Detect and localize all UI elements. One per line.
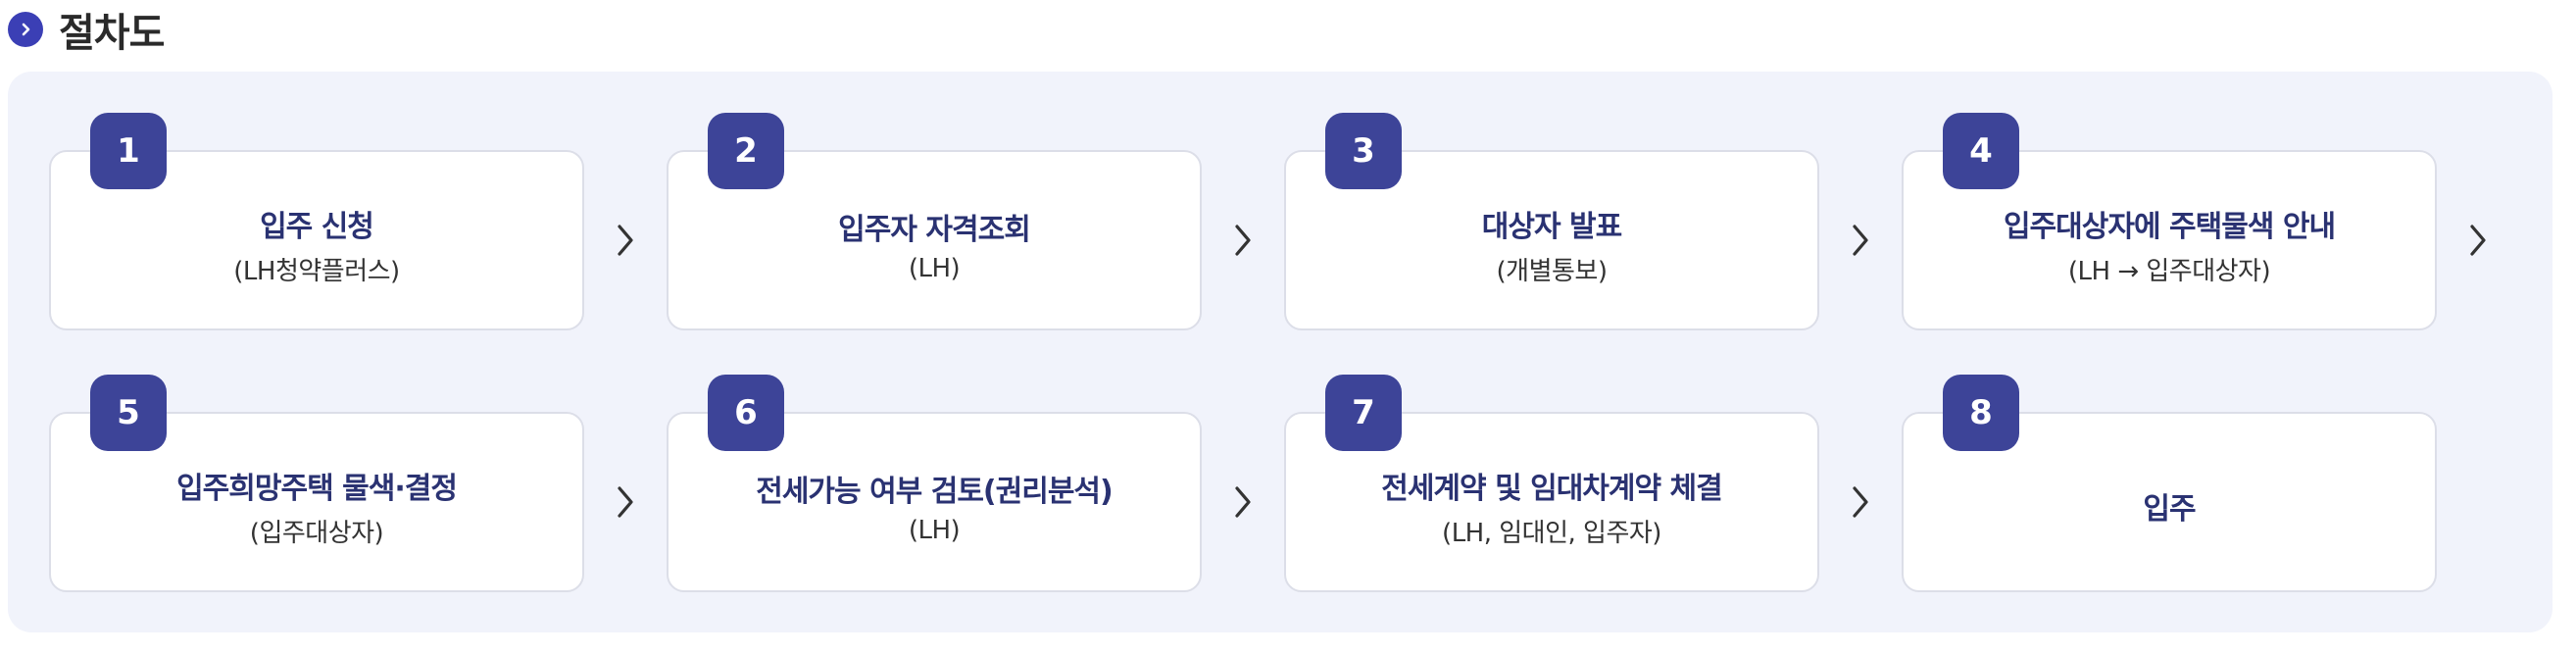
procedure-panel: 입주 신청 (LH청약플러스) 1 입주자 자격조회 (LH) 2 대상자 발표… bbox=[8, 72, 2552, 632]
step-title: 대상자 발표 bbox=[1481, 209, 1622, 244]
step-card-2: 입주자 자격조회 (LH) 2 bbox=[667, 113, 1202, 330]
step-number-badge: 6 bbox=[708, 375, 784, 451]
step-number-badge: 5 bbox=[90, 375, 167, 451]
step-title: 입주대상자에 주택물색 안내 bbox=[2003, 209, 2336, 244]
step-title: 전세가능 여부 검토(권리분석) bbox=[756, 475, 1114, 509]
step-number-badge: 1 bbox=[90, 113, 167, 189]
step-subtitle: (LH → 입주대상자) bbox=[2067, 256, 2271, 286]
chevron-right-icon bbox=[616, 484, 635, 520]
chevron-right-icon bbox=[2468, 223, 2488, 258]
step-subtitle: (입주대상자) bbox=[249, 518, 384, 548]
page-title: 절차도 bbox=[59, 11, 165, 56]
step-card-4: 입주대상자에 주택물색 안내 (LH → 입주대상자) 4 bbox=[1902, 113, 2437, 330]
chevron-right-icon bbox=[1233, 484, 1253, 520]
step-title: 전세계약 및 임대차계약 체결 bbox=[1381, 471, 1723, 506]
chevron-right-icon bbox=[1851, 223, 1870, 258]
step-card-6: 전세가능 여부 검토(권리분석) (LH) 6 bbox=[667, 375, 1202, 592]
step-subtitle: (LH) bbox=[908, 516, 961, 545]
step-card-3: 대상자 발표 (개별통보) 3 bbox=[1284, 113, 1819, 330]
step-subtitle: (LH청약플러스) bbox=[233, 256, 400, 286]
step-number-badge: 4 bbox=[1943, 113, 2019, 189]
chevron-right-icon bbox=[1851, 484, 1870, 520]
step-number-badge: 2 bbox=[708, 113, 784, 189]
step-number-badge: 7 bbox=[1325, 375, 1402, 451]
step-card-8: 입주 8 bbox=[1902, 375, 2437, 592]
step-title: 입주 bbox=[2143, 492, 2196, 527]
step-title: 입주자 자격조회 bbox=[838, 213, 1031, 247]
step-subtitle: (LH) bbox=[908, 254, 961, 283]
step-subtitle: (개별통보) bbox=[1496, 256, 1608, 286]
chevron-right-icon bbox=[616, 223, 635, 258]
step-number-badge: 3 bbox=[1325, 113, 1402, 189]
step-title: 입주 신청 bbox=[260, 209, 374, 244]
chevron-right-icon bbox=[8, 12, 43, 47]
chevron-right-icon bbox=[1233, 223, 1253, 258]
step-title: 입주희망주택 물색·결정 bbox=[176, 471, 458, 506]
step-subtitle: (LH, 임대인, 입주자) bbox=[1442, 518, 1661, 548]
step-number-badge: 8 bbox=[1943, 375, 2019, 451]
step-card-1: 입주 신청 (LH청약플러스) 1 bbox=[49, 113, 584, 330]
step-card-5: 입주희망주택 물색·결정 (입주대상자) 5 bbox=[49, 375, 584, 592]
section-header: 절차도 bbox=[8, 0, 165, 59]
step-card-7: 전세계약 및 임대차계약 체결 (LH, 임대인, 입주자) 7 bbox=[1284, 375, 1819, 592]
